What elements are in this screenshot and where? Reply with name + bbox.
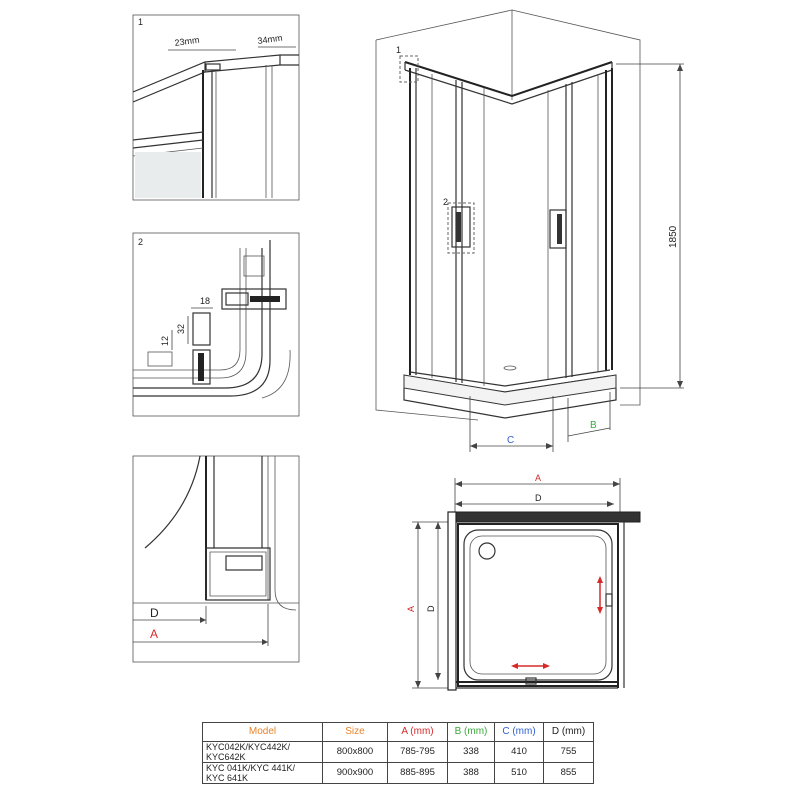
detail-2-number: 2 xyxy=(138,237,143,247)
row-2-c: 510 xyxy=(494,762,544,784)
detail-1-number: 1 xyxy=(138,17,143,27)
header-model: Model xyxy=(202,722,323,742)
row-1-d: 755 xyxy=(543,741,594,763)
row-1-a: 785-795 xyxy=(387,741,448,763)
header-c: C (mm) xyxy=(494,722,544,742)
header-d: D (mm) xyxy=(543,722,594,742)
row-1-model-line-2: KYC642K xyxy=(206,752,246,762)
row-1-c: 410 xyxy=(494,741,544,763)
callout-box-2 xyxy=(447,202,475,254)
shower-plan-view: A D A D xyxy=(406,473,641,691)
header-b: B (mm) xyxy=(447,722,495,742)
table-row: KYC 041K/KYC 441K/ KYC 641K 900x900 885-… xyxy=(202,762,594,784)
callout-1-number: 1 xyxy=(396,45,401,55)
header-a: A (mm) xyxy=(387,722,448,742)
drain-icon xyxy=(478,542,496,560)
detail-2-panel: 2 18 32 12 xyxy=(132,232,300,417)
dimension-spec-table: Model Size A (mm) B (mm) C (mm) D (mm) K… xyxy=(202,722,594,784)
row-2-model: KYC 041K/KYC 441K/ KYC 641K xyxy=(202,762,323,784)
callout-2-number: 2 xyxy=(443,197,448,207)
detail-2-frame xyxy=(132,232,300,417)
detail-1-dim-b: 34mm xyxy=(257,33,283,46)
row-2-size: 900x900 xyxy=(322,762,388,784)
row-1-b: 338 xyxy=(447,741,495,763)
header-size: Size xyxy=(322,722,388,742)
table-row: KYC042K/KYC442K/ KYC642K 800x800 785-795… xyxy=(202,741,594,763)
detail-1-panel: 1 23mm 34mm xyxy=(132,14,300,201)
detail-1-frame xyxy=(132,14,300,201)
detail-2-dim-height-1: 32 xyxy=(176,324,186,334)
callout-box-1 xyxy=(399,55,419,83)
detail-1-dim-a: 23mm xyxy=(174,35,200,48)
detail-2-dim-width: 18 xyxy=(200,296,210,306)
height-dimension: 1850 xyxy=(668,225,679,248)
row-1-model-line-1: KYC042K/KYC442K/ xyxy=(206,742,291,752)
detail-3-label-a: A xyxy=(150,627,158,641)
detail-3-panel: D A xyxy=(132,455,300,663)
plan-side-label-d: D xyxy=(426,605,436,612)
plan-side-label-a: A xyxy=(406,606,416,612)
detail-3-label-d: D xyxy=(150,606,159,620)
row-1-model: KYC042K/KYC442K/ KYC642K xyxy=(202,741,323,763)
dimension-b-label: B xyxy=(590,420,597,431)
row-1-size: 800x800 xyxy=(322,741,388,763)
row-2-model-line-2: KYC 641K xyxy=(206,773,249,783)
plan-top-label-d: D xyxy=(535,493,542,503)
row-2-b: 388 xyxy=(447,762,495,784)
plan-back-wall xyxy=(447,511,641,523)
plan-top-label-a: A xyxy=(535,473,541,483)
plan-left-wall xyxy=(447,511,457,691)
dimension-c-label: C xyxy=(507,435,514,446)
table-header-row: Model Size A (mm) B (mm) C (mm) D (mm) xyxy=(202,722,594,742)
detail-3-frame xyxy=(132,455,300,663)
row-2-model-line-1: KYC 041K/KYC 441K/ xyxy=(206,763,296,773)
row-2-a: 885-895 xyxy=(387,762,448,784)
detail-2-dim-height-2: 12 xyxy=(160,336,170,346)
shower-enclosure-3d-view: 1 2 1850 C B xyxy=(375,9,684,452)
row-2-d: 855 xyxy=(543,762,594,784)
